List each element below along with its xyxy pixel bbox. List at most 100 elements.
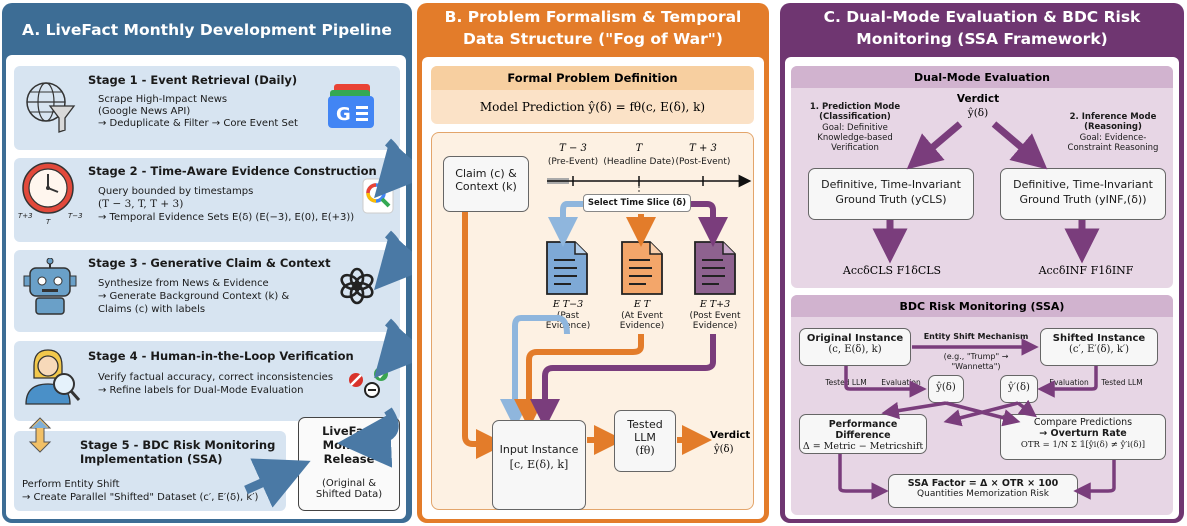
stage-1-header: Stage 1 - Event Retrieval (Daily) (88, 73, 298, 87)
doc-sub-at-event-1: (At Event (621, 311, 663, 321)
dual-mode-header-band (791, 66, 1173, 88)
bdc-header: BDC Risk Monitoring (SSA) (899, 300, 1065, 313)
stage-3-line-3: Claims (c) with labels (98, 304, 206, 315)
panel-c-title-2: Monitoring (SSA Framework) (856, 30, 1108, 48)
panel-c-flow-arrows (838, 121, 1116, 500)
clock-label-t-plus-3: T+3 (18, 212, 33, 220)
mode-2-goal-2: Constraint Reasoning (1067, 143, 1159, 153)
tested-llm-box: Tested LLM (fθ) (614, 410, 676, 472)
panel-b-title-2: Data Structure ("Fog of War") (463, 30, 723, 48)
evaluation-label-left: Evaluation (881, 378, 921, 387)
clock-label-t-minus-3: T−3 (68, 212, 83, 220)
stage-5-header-2: Implementation (SSA) (80, 452, 223, 466)
panel-a-title: A. LiveFact Monthly Development Pipeline (22, 21, 392, 39)
clock-icon (22, 162, 74, 214)
mode-2-goal-1: Goal: Evidence- (1079, 133, 1147, 143)
claim-context-box: Claim (c) & Context (k) (443, 156, 529, 212)
openai-icon (340, 267, 374, 305)
original-instance-title: Original Instance (806, 333, 904, 344)
tested-llm-line-2: LLM (634, 431, 656, 444)
google-news-icon: G (328, 84, 374, 128)
ground-truth-cls-line-2: Ground Truth (yCLS) (835, 193, 947, 206)
performance-difference-title: Performance Difference (828, 419, 898, 441)
stage-5-line-2: → Create Parallel "Shifted" Dataset (c′,… (22, 492, 259, 503)
prediction-original-box: ŷ(δ) (928, 375, 964, 403)
ssa-factor-caption: Quantities Memorization Risk (917, 489, 1049, 499)
stage-5-header: Stage 5 - BDC Risk Monitoring (80, 438, 276, 452)
doc-sub-post-event-1: (Post Event (689, 311, 741, 321)
doc-label-post-event: E T+3 (699, 299, 731, 310)
ground-truth-inf-line-1: Definitive, Time-Invariant (1013, 178, 1153, 191)
panel-b-flow-arrows (462, 174, 752, 459)
doc-sub-at-event-2: Evidence) (619, 321, 665, 331)
entity-shift-label: Entity Shift Mechanism (923, 332, 1029, 341)
dual-verdict-symbol: ŷ(δ) (967, 107, 989, 119)
tick-label-t-plus-3: T + 3 (689, 143, 717, 154)
stage-1-line-3: → Deduplicate & Filter → Core Event Set (98, 118, 298, 129)
stage-5-line-1: Perform Entity Shift (22, 479, 120, 490)
formal-definition-equation: Model Prediction ŷ(δ) = fθ(c, E(δ), k) (479, 100, 706, 114)
prediction-shifted-box: ŷ′(δ) (1000, 375, 1038, 403)
doc-sub-post-event-2: Evidence) (692, 321, 738, 331)
select-time-slice-label: Select Time Slice (δ) (583, 194, 691, 212)
tick-label-t: T (635, 143, 643, 154)
formal-definition-header-band (431, 66, 754, 90)
ssa-factor-box: SSA Factor = Δ × OTR × 100 Quantities Me… (888, 474, 1078, 508)
dual-verdict-label: Verdict (956, 93, 1000, 105)
stage-2 (14, 158, 400, 242)
clock-label-t: T (46, 218, 51, 226)
stage-3-line-1: Synthesize from News & Evidence (98, 278, 269, 289)
tested-llm-line-3: (fθ) (635, 444, 655, 457)
stage-3-header: Stage 3 - Generative Claim & Context (88, 256, 331, 270)
claim-line-2: Context (k) (455, 180, 517, 193)
mode-2-title: 2. Inference Mode (1069, 112, 1157, 122)
panel-b-title-1: B. Problem Formalism & Temporal (444, 8, 742, 26)
svg-text:G: G (336, 104, 351, 125)
human-magnifier-icon (25, 349, 81, 405)
formal-definition-title: Formal Problem Definition (507, 71, 678, 85)
overturn-rate-line-1: Compare Predictions (1033, 417, 1133, 428)
input-instance-box: Input Instance [c, E(δ), k] (492, 420, 586, 510)
mode-2-subtitle: (Reasoning) (1084, 122, 1142, 132)
mode-1-title: 1. Prediction Mode (809, 102, 901, 112)
tested-llm-line-1: Tested (627, 418, 663, 431)
stage-1-line-1: Scrape High-Impact News (98, 94, 228, 105)
stage-2-header: Stage 2 - Time-Aware Evidence Constructi… (88, 164, 377, 178)
overturn-rate-box: Compare Predictions → Overturn Rate OTR … (1000, 414, 1166, 460)
ground-truth-cls-line-1: Definitive, Time-Invariant (821, 178, 961, 191)
stage-2-line-2: (T − 3, T, T + 3) (98, 198, 184, 210)
tick-sub-post-event: (Post-Event) (675, 157, 731, 167)
input-instance-line-1: Input Instance (499, 443, 579, 456)
globe-funnel-icon (26, 82, 76, 133)
tick-label-t-minus-3: T − 3 (559, 143, 587, 154)
ground-truth-inf-line-2: Ground Truth (yINF,(δ)) (1019, 193, 1147, 206)
tick-sub-pre-event: (Pre-Event) (547, 157, 599, 167)
metrics-cls: AccδCLS F1δCLS (842, 264, 942, 277)
shifted-instance-box: Shifted Instance (c′, E′(δ), k′) (1040, 328, 1158, 366)
claim-line-1: Claim (c) & (455, 167, 517, 180)
stage-5 (14, 431, 286, 511)
release-sub-1: (Original & (321, 478, 376, 489)
panel-a-flow-arrows (28, 138, 412, 508)
stage-4-line-1: Verify factual accuracy, correct inconsi… (98, 372, 334, 383)
ground-truth-inf-box: Definitive, Time-Invariant Ground Truth … (1000, 168, 1166, 220)
metrics-inf: AccδINF F1δINF (1038, 264, 1134, 277)
entity-shift-example: (e.g., "Trump" → "Wannetta") (943, 352, 1009, 371)
formal-definition-box: Formal Problem Definition Model Predicti… (431, 66, 754, 124)
performance-difference-eq: Δ = Metric − Metricshift (802, 441, 924, 452)
tested-llm-label-right: Tested LLM (1101, 378, 1143, 387)
doc-label-at-event: E T (633, 299, 651, 310)
mode-1-goal-3: Verification (831, 143, 879, 153)
tick-sub-headline-date: (Headline Date) (603, 157, 675, 167)
mode-1-goal-2: Knowledge-based (817, 133, 893, 143)
panel-b-verdict-symbol: ŷ(δ) (714, 444, 734, 455)
shifted-instance-sub: (c′, E′(δ), k′) (1068, 344, 1130, 355)
dual-mode-header: Dual-Mode Evaluation (914, 71, 1050, 84)
robot-icon (23, 258, 77, 315)
overturn-rate-formula: OTR = 1/N Σ 𝟙[ŷi(δ) ≠ ŷ′i(δ)] (1020, 440, 1146, 450)
mode-1-subtitle: (Classification) (819, 112, 891, 122)
mode-1-goal-1: Goal: Definitive (822, 123, 888, 133)
doc-label-past: E T−3 (552, 299, 584, 310)
performance-difference-box: Performance Difference Δ = Metric − Metr… (799, 414, 927, 454)
ground-truth-cls-box: Definitive, Time-Invariant Ground Truth … (808, 168, 974, 220)
